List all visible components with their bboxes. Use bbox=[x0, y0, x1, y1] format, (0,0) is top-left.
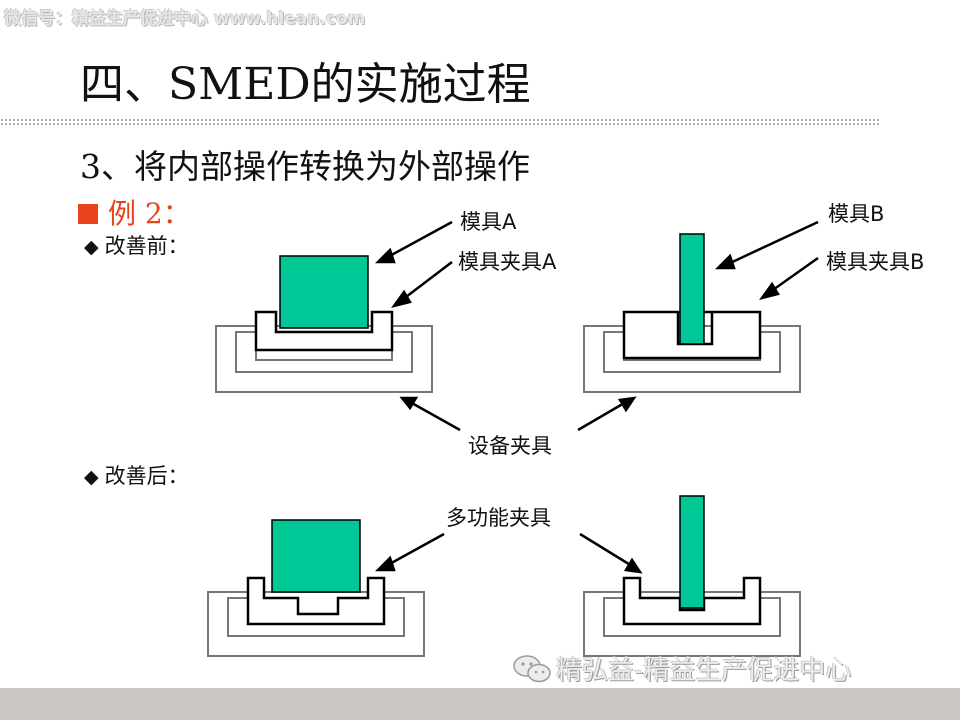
arrow-mold-a bbox=[374, 220, 453, 264]
label-equipment-fixture: 设备夹具 bbox=[468, 434, 552, 458]
before-bullet: ◆改善前： bbox=[84, 230, 189, 260]
mold-b-after bbox=[679, 495, 705, 609]
arrow-mold-b bbox=[714, 220, 819, 270]
example-label: 例 2： bbox=[108, 197, 191, 230]
diamond-bullet-icon: ◆ bbox=[84, 236, 99, 258]
before-label: 改善前： bbox=[104, 234, 189, 258]
mold-a-after bbox=[271, 519, 361, 593]
top-watermark: 微信号：精益生产促进中心 www.hlean.com bbox=[4, 9, 366, 29]
arrow-mold-fixture-a bbox=[391, 261, 453, 309]
arrow-equipment-fixture-right bbox=[577, 396, 637, 432]
red-square-icon bbox=[78, 204, 98, 224]
label-mold-fixture-b: 模具夹具B bbox=[826, 250, 925, 274]
mold-a-before bbox=[279, 255, 369, 329]
arrow-multi-function-right bbox=[579, 532, 643, 574]
bottom-watermark-text: 精弘益-精益生产促进中心 bbox=[556, 656, 852, 686]
dotted-divider bbox=[0, 118, 880, 126]
mold-fixture-a-before bbox=[254, 310, 394, 352]
label-mold-fixture-a: 模具夹具A bbox=[458, 250, 557, 274]
wechat-icon bbox=[513, 655, 551, 683]
label-mold-b: 模具B bbox=[828, 202, 885, 226]
after-label: 改善后： bbox=[104, 464, 189, 488]
mold-b-before bbox=[679, 233, 705, 345]
slide-title: 四、SMED的实施过程 bbox=[80, 59, 531, 110]
label-mold-a: 模具A bbox=[460, 210, 517, 234]
example-heading: 例 2： bbox=[78, 192, 191, 232]
footer-band bbox=[0, 688, 960, 720]
diamond-bullet-icon: ◆ bbox=[84, 466, 99, 488]
label-multi-function-fixture: 多功能夹具 bbox=[446, 506, 551, 530]
multi-function-fixture-left bbox=[246, 576, 386, 626]
after-bullet: ◆改善后： bbox=[84, 460, 189, 490]
arrow-mold-fixture-b bbox=[759, 256, 819, 301]
section-subtitle: 3、将内部操作转换为外部操作 bbox=[80, 147, 530, 186]
arrow-equipment-fixture-left bbox=[399, 396, 461, 432]
arrow-multi-function-left bbox=[374, 532, 445, 572]
bottom-watermark: 精弘益-精益生产促进中心 bbox=[512, 650, 851, 687]
